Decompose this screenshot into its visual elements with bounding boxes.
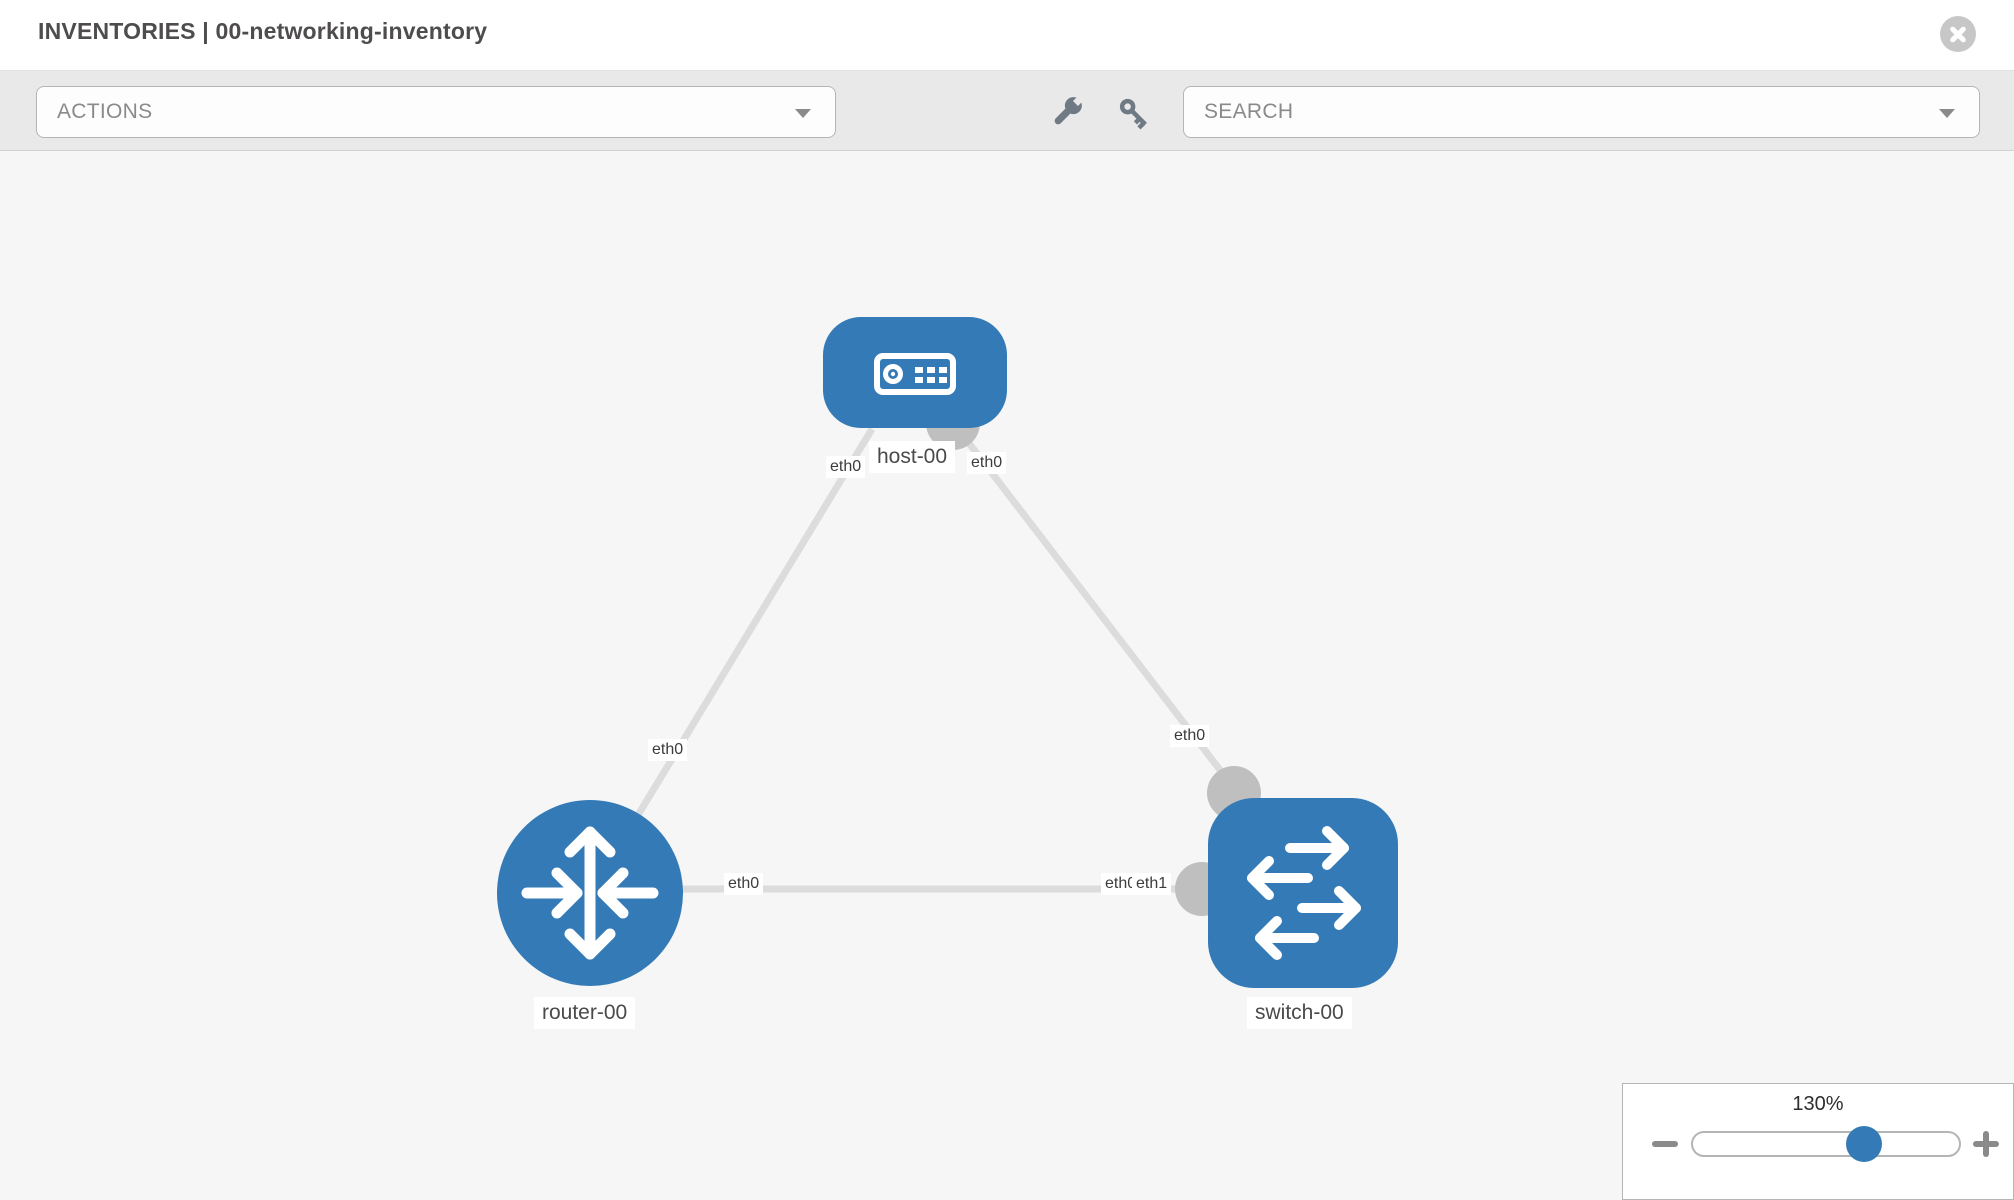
- header: INVENTORIES | 00-networking-inventory: [0, 0, 2014, 70]
- search-dropdown[interactable]: SEARCH: [1183, 86, 1980, 138]
- actions-dropdown-label: ACTIONS: [57, 100, 153, 123]
- wrench-icon[interactable]: [1049, 95, 1085, 131]
- actions-dropdown[interactable]: ACTIONS: [36, 86, 836, 138]
- page-title: INVENTORIES | 00-networking-inventory: [38, 18, 488, 44]
- chevron-down-icon: [795, 109, 811, 118]
- switch-icon: [1247, 826, 1361, 960]
- node-host-00[interactable]: [823, 317, 1007, 428]
- zoom-widget: 130%: [1622, 1083, 2014, 1200]
- host-icon: [874, 353, 956, 395]
- interface-label-router-eth0: eth0: [724, 873, 764, 895]
- zoom-slider-thumb[interactable]: [1846, 1126, 1882, 1162]
- node-switch-00[interactable]: [1208, 798, 1398, 988]
- zoom-level: 130%: [1792, 1093, 1844, 1115]
- close-icon[interactable]: [1940, 16, 1976, 52]
- toolbar: ACTIONS SEARCH: [0, 70, 2014, 151]
- zoom-slider[interactable]: [1691, 1131, 1961, 1157]
- node-label-host-00: host-00: [869, 441, 956, 473]
- node-label-router-00: router-00: [534, 997, 636, 1029]
- key-icon[interactable]: [1116, 95, 1152, 131]
- chevron-down-icon: [1939, 109, 1955, 118]
- interface-label-router-eth0-up: eth0: [648, 739, 688, 761]
- zoom-out-icon[interactable]: [1652, 1141, 1678, 1147]
- router-icon: [521, 826, 659, 960]
- interface-label-switch-eth0: eth0: [1101, 873, 1141, 895]
- zoom-in-icon[interactable]: [1973, 1131, 1999, 1157]
- interface-label-switch-eth1: eth1: [1132, 873, 1172, 895]
- search-dropdown-label: SEARCH: [1204, 100, 1294, 123]
- topology-canvas[interactable]: eth0 eth0 eth0 eth0 eth0 eth0 eth1 host-…: [0, 151, 2014, 1200]
- topology-links: [589, 396, 1300, 916]
- node-label-switch-00: switch-00: [1247, 997, 1352, 1029]
- interface-label-host-eth0-right: eth0: [967, 452, 1007, 474]
- node-router-00[interactable]: [497, 800, 683, 986]
- interface-label-switch-eth0-up: eth0: [1170, 725, 1210, 747]
- interface-label-host-eth0-left: eth0: [826, 456, 866, 478]
